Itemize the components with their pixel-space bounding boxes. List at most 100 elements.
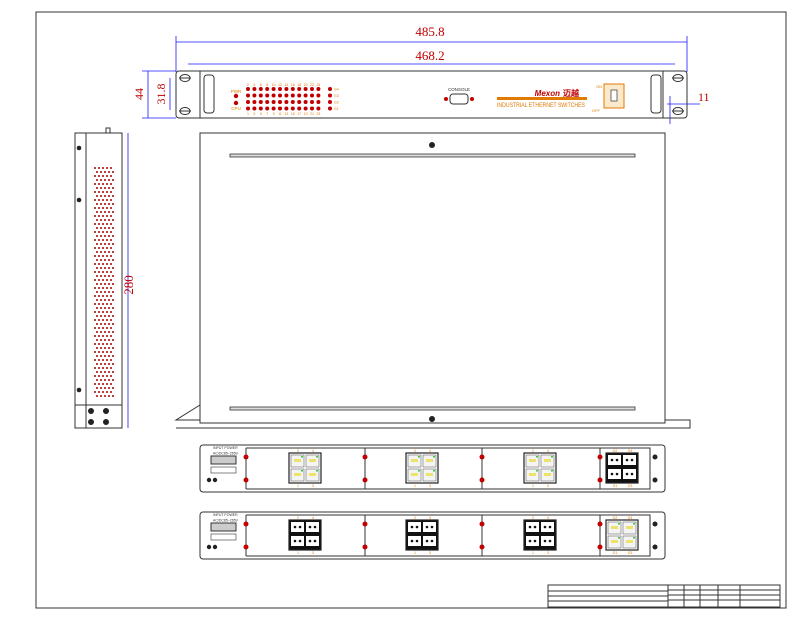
- vent-hole: [98, 247, 100, 249]
- vent-hole: [100, 315, 102, 317]
- vent-hole: [96, 203, 98, 205]
- port-label: G2: [613, 516, 618, 520]
- vent-hole: [100, 203, 102, 205]
- port-contacts: [411, 459, 418, 462]
- vent-hole: [98, 175, 100, 177]
- vent-hole: [112, 243, 114, 245]
- vent-hole: [106, 183, 108, 185]
- port-number-top: 16: [291, 83, 295, 87]
- vent-hole: [94, 207, 96, 209]
- vent-hole: [94, 287, 96, 289]
- vent-hole: [96, 227, 98, 229]
- gigabit-label: G4: [334, 88, 339, 92]
- vent-hole: [108, 203, 110, 205]
- brand-logo: Mexon: [535, 89, 560, 98]
- port-led: [284, 93, 289, 98]
- vent-hole: [96, 267, 98, 269]
- vent-hole: [96, 363, 98, 365]
- vent-hole: [106, 175, 108, 177]
- vent-hole: [110, 335, 112, 337]
- port-led: [316, 106, 321, 111]
- vent-hole: [112, 283, 114, 285]
- vent-hole: [108, 251, 110, 253]
- vent-hole: [106, 327, 108, 329]
- vent-hole: [104, 339, 106, 341]
- vent-hole: [106, 335, 108, 337]
- port-label: 4: [547, 449, 549, 453]
- vent-hole: [98, 359, 100, 361]
- title-block: [547, 584, 781, 608]
- port-led: [284, 106, 289, 111]
- vent-hole: [98, 311, 100, 313]
- vent-hole: [108, 211, 110, 213]
- port-number-top: 12: [278, 83, 282, 87]
- port-contacts: [611, 540, 618, 543]
- slot-screw: [362, 521, 368, 527]
- vent-hole: [104, 203, 106, 205]
- link-led: [418, 470, 420, 472]
- mounting-hole: [179, 74, 191, 82]
- slot-screw: [597, 477, 603, 483]
- vent-hole: [110, 351, 112, 353]
- vent-hole: [104, 251, 106, 253]
- cpu-led: [233, 100, 239, 106]
- vent-hole: [110, 263, 112, 265]
- vent-hole: [112, 315, 114, 317]
- vent-hole: [106, 287, 108, 289]
- vent-hole: [106, 343, 108, 345]
- port-led: [252, 100, 257, 104]
- port-label: 1: [414, 484, 416, 488]
- port-led: [310, 106, 314, 111]
- dimension-label: 31.8: [154, 84, 168, 105]
- dimension-ear: 11: [667, 90, 710, 124]
- port-label: 3: [429, 484, 431, 488]
- vent-hole: [108, 307, 110, 309]
- vent-hole: [106, 167, 108, 169]
- fiber-port: [541, 522, 554, 532]
- dimension-overall-width: 485.8: [175, 24, 688, 72]
- vent-hole: [100, 379, 102, 381]
- vent-hole: [106, 351, 108, 353]
- vent-hole: [94, 303, 96, 305]
- vent-hole: [94, 175, 96, 177]
- fiber-port: [623, 469, 636, 479]
- vent-hole: [108, 291, 110, 293]
- console-label: CONSOLE: [448, 87, 470, 92]
- vent-hole: [102, 367, 104, 369]
- port-label: G3: [628, 484, 633, 488]
- vent-hole: [106, 319, 108, 321]
- vent-hole: [100, 179, 102, 181]
- vent-hole: [110, 375, 112, 377]
- vent-hole: [98, 391, 100, 393]
- vent-hole: [94, 199, 96, 201]
- port-led: [297, 106, 302, 111]
- port-led: [246, 106, 250, 111]
- vent-hole: [108, 315, 110, 317]
- vent-hole: [110, 327, 112, 329]
- vent-hole: [102, 391, 104, 393]
- vent-hole: [100, 307, 102, 309]
- vent-hole: [96, 379, 98, 381]
- vent-hole: [112, 211, 114, 213]
- port-number-bottom: 13: [284, 112, 288, 116]
- vent-hole: [108, 299, 110, 301]
- vent-hole: [94, 327, 96, 329]
- vent-hole: [98, 327, 100, 329]
- vent-hole: [110, 287, 112, 289]
- vent-hole: [104, 307, 106, 309]
- vent-hole: [96, 187, 98, 189]
- fiber-port: [306, 536, 319, 546]
- sheet-border: [35, 11, 787, 609]
- vent-hole: [112, 323, 114, 325]
- vent-hole: [98, 367, 100, 369]
- vent-hole: [104, 387, 106, 389]
- vent-hole: [112, 219, 114, 221]
- link-led: [301, 456, 303, 458]
- gigabit-label: G1: [334, 107, 339, 111]
- port-led: [265, 93, 270, 98]
- fiber-port: [408, 536, 421, 546]
- vent-hole: [96, 387, 98, 389]
- fiber-port: [623, 455, 636, 465]
